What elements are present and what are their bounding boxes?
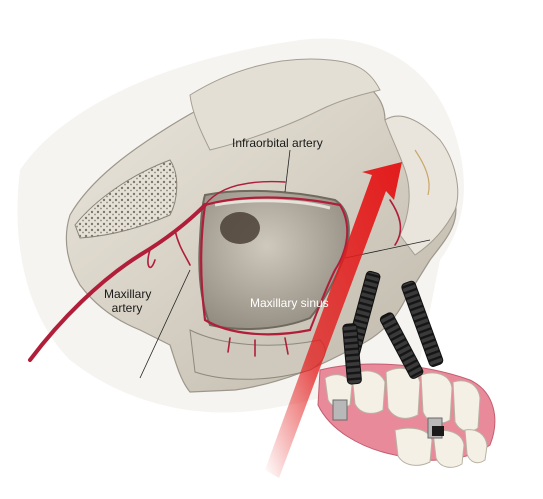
implant-screw (342, 270, 444, 385)
orbit-floor (189, 58, 381, 151)
implant-abutments (332, 399, 444, 439)
label-infraorbital-artery: Infraorbital artery (232, 136, 323, 150)
nasal-bone (384, 115, 459, 256)
zygomatic-bone-section (74, 159, 178, 239)
label-maxillary-artery: Maxillary artery (104, 287, 152, 315)
red-arrow (265, 162, 402, 478)
sinus-ostium (220, 212, 260, 244)
bone-suture (414, 149, 430, 196)
label-maxillary-sinus: Maxillary sinus (250, 296, 329, 310)
artery-network (28, 180, 402, 362)
